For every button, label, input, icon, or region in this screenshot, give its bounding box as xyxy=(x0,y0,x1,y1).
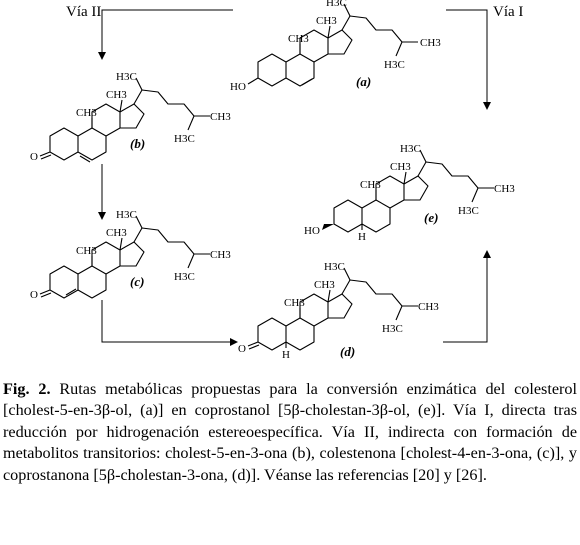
methyl-c21-label: H3C xyxy=(116,209,137,221)
caption-text: Rutas metabólicas propuestas para la con… xyxy=(3,380,577,484)
compound-d-label: (d) xyxy=(340,344,355,359)
compound-c: O CH3 CH3 H3C CH3 H3C (c) xyxy=(30,209,231,301)
methyl-c18-label: CH3 xyxy=(316,15,337,27)
ketone-label: O xyxy=(30,151,38,163)
ketone-label: O xyxy=(30,289,38,301)
methyl-c19-label: CH3 xyxy=(76,107,97,119)
methyl-c27-label: H3C xyxy=(458,205,479,217)
methyl-c21-label: H3C xyxy=(400,143,421,155)
figure-caption: Fig. 2. Rutas metabólicas propuestas par… xyxy=(3,379,577,486)
compound-a: HO CH3 CH3 H3C CH3 H3C (a) xyxy=(230,0,441,93)
compound-c-label: (c) xyxy=(130,274,144,289)
hydroxyl-label: HO xyxy=(230,81,246,93)
compound-a-label: (a) xyxy=(356,74,371,89)
methyl-c19-label: CH3 xyxy=(284,297,305,309)
methyl-c21-label: H3C xyxy=(116,71,137,83)
compound-b-label: (b) xyxy=(130,136,145,151)
hydroxyl-label: HO xyxy=(304,225,320,237)
arrow-d-to-e xyxy=(443,250,491,343)
h5-label: H xyxy=(282,349,290,361)
methyl-c18-label: CH3 xyxy=(106,89,127,101)
compound-e-label: (e) xyxy=(424,210,438,225)
methyl-c27-label: H3C xyxy=(382,323,403,335)
methyl-c21-label: H3C xyxy=(324,261,345,273)
methyl-c18-label: CH3 xyxy=(314,279,335,291)
caption-lead: Fig. 2. xyxy=(3,380,51,398)
metabolic-pathway-figure: Vía II Vía I HO CH3 CH3 H3C CH3 H3C (a) … xyxy=(30,0,523,361)
methyl-c18-label: CH3 xyxy=(106,227,127,239)
methyl-c19-label: CH3 xyxy=(288,33,309,45)
compound-d: O H CH3 CH3 H3C CH3 H3C (d) xyxy=(238,261,439,361)
methyl-c27-label: H3C xyxy=(174,271,195,283)
methyl-c18-label: CH3 xyxy=(390,161,411,173)
methyl-c26-label: CH3 xyxy=(494,183,515,195)
methyl-c26-label: CH3 xyxy=(210,249,231,261)
route-ii-label: Vía II xyxy=(66,4,101,20)
arrow-a-to-e xyxy=(446,9,491,110)
h5-label: H xyxy=(358,231,366,243)
methyl-c19-label: CH3 xyxy=(360,179,381,191)
methyl-c27-label: H3C xyxy=(174,133,195,145)
methyl-c21-label: H3C xyxy=(326,0,347,9)
methyl-c26-label: CH3 xyxy=(420,37,441,49)
route-i-label: Vía I xyxy=(493,4,523,20)
ketone-label: O xyxy=(238,343,246,355)
methyl-c19-label: CH3 xyxy=(76,245,97,257)
arrow-a-to-b xyxy=(98,9,233,60)
compound-e: HO H CH3 CH3 H3C CH3 H3C (e) xyxy=(304,143,515,243)
methyl-c27-label: H3C xyxy=(384,59,405,71)
arrow-c-to-d xyxy=(101,300,238,346)
methyl-c26-label: CH3 xyxy=(418,301,439,313)
pathway-arrows xyxy=(98,9,491,346)
compound-b: O CH3 CH3 H3C CH3 H3C (b) xyxy=(30,71,231,163)
methyl-c26-label: CH3 xyxy=(210,111,231,123)
